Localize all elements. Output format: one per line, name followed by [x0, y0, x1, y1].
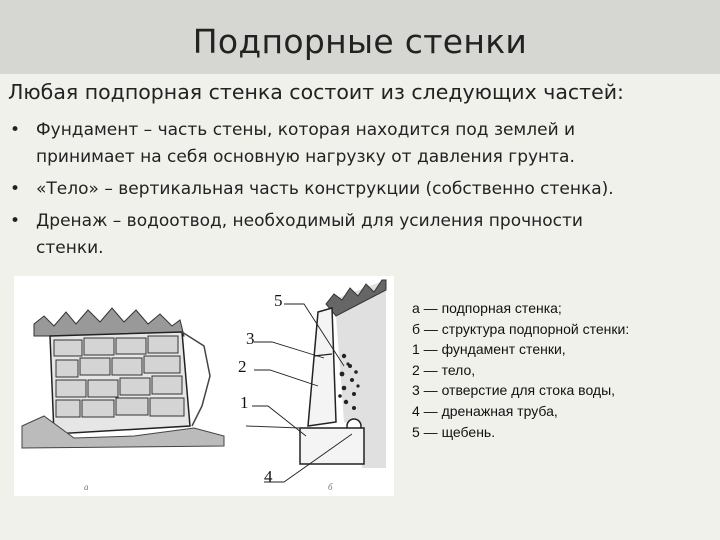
foundation [299, 427, 365, 465]
slide-title: Подпорные стенки [192, 22, 528, 61]
wall-cross-section: 5 3 2 1 4 б [238, 279, 387, 492]
legend-item: 1 — фундамент стенки, [412, 341, 566, 358]
bullet-text: «Тело» – вертикальная часть конструкции … [36, 179, 614, 199]
figure-letter-a: а [84, 482, 89, 492]
bullet-dot: • [10, 120, 21, 140]
figure-label-3: 3 [246, 329, 255, 348]
stone-wall-illustration: а [21, 307, 225, 492]
bullet-text: стенки. [36, 238, 104, 258]
wall-foliage [181, 331, 211, 427]
legend-item: 4 — дренажная труба, [412, 402, 558, 419]
legend-item: б — структура подпорной стенки: [412, 320, 630, 337]
bullet-dot: • [10, 211, 21, 231]
wall-stones [53, 335, 185, 418]
bullet-body: • «Тело» – вертикальная часть конструкци… [8, 176, 708, 203]
bullet-text: принимает на себя основную нагрузку от д… [36, 147, 575, 167]
wall-body-section [307, 307, 337, 427]
retaining-wall-figure: а [14, 276, 394, 496]
figure-label-5: 5 [274, 291, 283, 310]
legend-item: 3 — отверстие для стока воды, [412, 382, 616, 399]
figure-legend: а — подпорная стенка; б — структура подп… [412, 298, 629, 442]
bullet-list: • Фундамент – часть стены, которая наход… [8, 117, 708, 267]
wall-grass [33, 307, 185, 337]
soil-grass [325, 279, 387, 317]
bullet-text: Дренаж – водоотвод, необходимый для усил… [36, 211, 583, 231]
figure-label-4: 4 [264, 467, 273, 486]
figure-letter-b: б [328, 482, 333, 492]
legend-item: 5 — щебень. [412, 423, 496, 440]
title-band [0, 0, 720, 74]
legend-item: а — подпорная стенка; [412, 300, 562, 316]
bullet-drainage: • Дренаж – водоотвод, необходимый для ус… [8, 208, 708, 262]
legend-item: 2 — тело, [412, 361, 476, 378]
bullet-text: Фундамент – часть стены, которая находит… [36, 120, 576, 140]
figure-svg: а [21, 279, 387, 492]
ground-grass [21, 415, 225, 449]
soil-fill [326, 280, 386, 468]
figure-label-1: 1 [240, 393, 249, 412]
bullet-dot: • [10, 179, 21, 199]
gravel-dots [338, 353, 360, 410]
figure-label-2: 2 [238, 357, 247, 376]
ground-line [245, 425, 301, 429]
leader-lines [252, 303, 353, 483]
bullet-foundation: • Фундамент – часть стены, которая наход… [8, 117, 708, 171]
intro-text: Любая подпорная стенка состоит из следую… [8, 80, 624, 104]
